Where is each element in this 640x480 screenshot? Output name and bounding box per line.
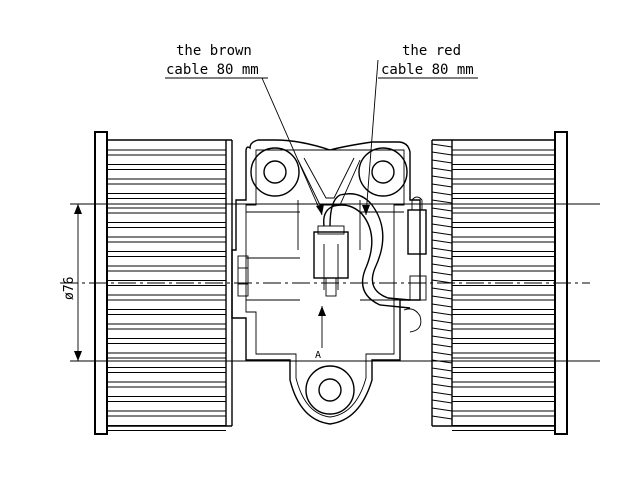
right-fan-fin — [431, 391, 453, 396]
right-fan-fin — [431, 359, 453, 364]
right-fan-fin — [431, 399, 453, 404]
label-leaders — [165, 59, 478, 216]
right-fan-fin — [431, 199, 453, 204]
right-fan-fin — [431, 287, 453, 292]
right-fan-fin — [431, 295, 453, 300]
right-fan-fin — [431, 215, 453, 220]
right-fan-fin — [431, 327, 453, 332]
right-fan-fin — [431, 383, 453, 388]
right-fan-fin — [431, 407, 453, 412]
right-fan-fin — [431, 303, 453, 308]
right-fan-fin — [431, 231, 453, 236]
red-cable-label-line2: cable 80 mm — [381, 62, 474, 78]
right-fan-fin — [431, 367, 453, 372]
dimension-lines — [60, 203, 600, 362]
right-fan-fin — [431, 223, 453, 228]
right-fan-fin — [431, 207, 453, 212]
right-fan-wheel — [431, 131, 568, 435]
left-fan-wheel — [94, 131, 233, 435]
right-fan-fin — [431, 239, 453, 244]
right-fan-fin — [431, 351, 453, 356]
right-fan-fin — [431, 343, 453, 348]
red-cable-label-line1: the red — [402, 43, 461, 59]
right-fan-fin — [431, 415, 453, 420]
right-fan-fin — [431, 247, 453, 252]
right-fan-fin — [431, 167, 453, 172]
right-fan-fin — [431, 175, 453, 180]
brown-cable-label-line2: cable 80 mm — [166, 62, 259, 78]
section-marker-label: A — [315, 350, 321, 361]
brown-cable-label-line1: the brown — [176, 43, 252, 59]
motor-housing — [231, 139, 427, 425]
right-fan-fin — [431, 311, 453, 316]
right-fan-fin — [431, 263, 453, 268]
right-fan-fin — [431, 319, 453, 324]
right-fan-fin — [431, 375, 453, 380]
right-fan-fin — [431, 271, 453, 276]
diameter-label: ø76 — [62, 277, 77, 300]
right-fan-fin — [431, 191, 453, 196]
right-fan-fin — [431, 151, 453, 156]
right-fan-fin — [431, 183, 453, 188]
right-fan-fin — [431, 159, 453, 164]
right-fan-fin — [431, 143, 453, 148]
right-fan-fin — [431, 255, 453, 260]
right-fan-fin — [431, 335, 453, 340]
